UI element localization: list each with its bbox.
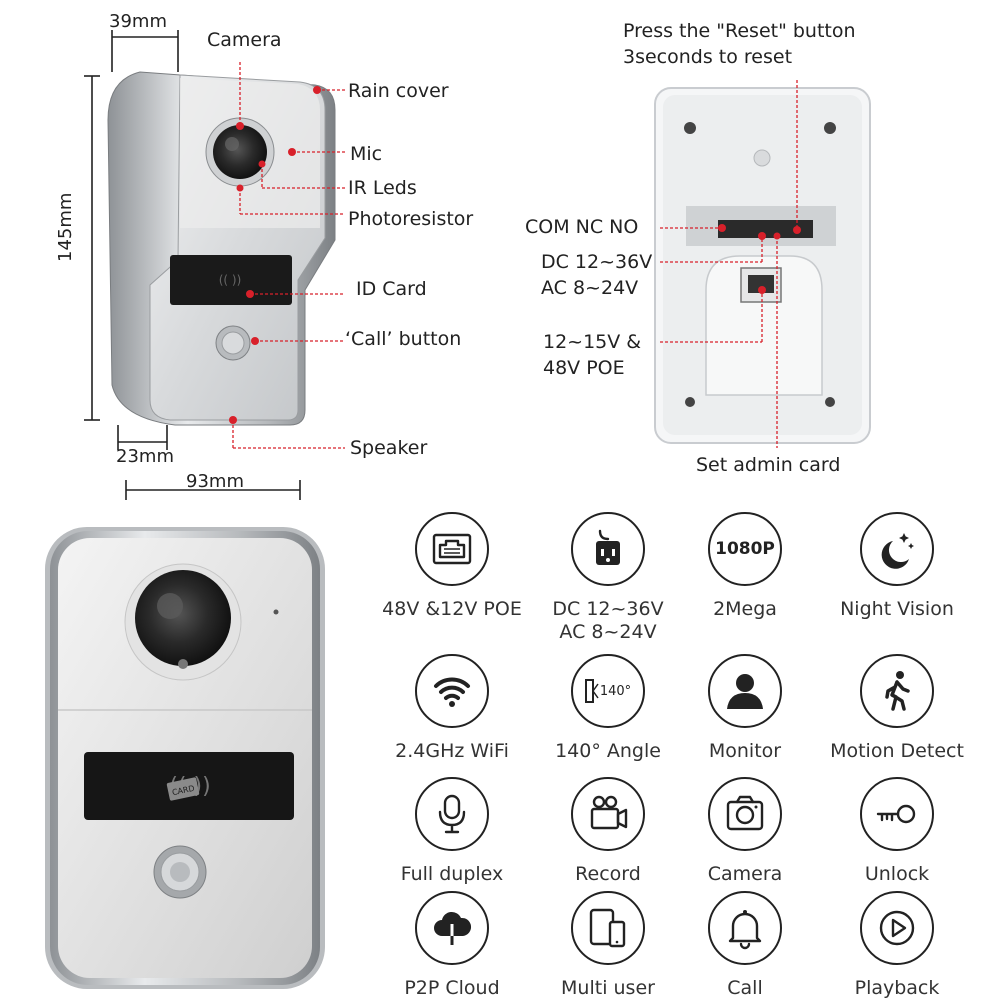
resolution-1080p-icon: 1080P bbox=[708, 512, 782, 586]
front-callout-dots bbox=[229, 86, 321, 424]
bell-icon bbox=[708, 891, 782, 965]
label-poe-line2: 48V POE bbox=[543, 357, 625, 379]
feature-item: P2P Cloud bbox=[377, 891, 527, 1000]
person-monitor-icon bbox=[708, 654, 782, 728]
wifi-icon bbox=[415, 654, 489, 728]
microphone-icon bbox=[415, 777, 489, 851]
feature-item: Unlock bbox=[822, 777, 972, 886]
feature-item: Multi user bbox=[533, 891, 683, 1000]
angle-badge-text: 140° bbox=[599, 683, 632, 699]
label-admin-card: Set admin card bbox=[696, 454, 841, 476]
feature-item: Full duplex bbox=[377, 777, 527, 886]
feature-label: 48V &12V POE bbox=[382, 598, 522, 620]
feature-item: 1080P 2Mega bbox=[670, 512, 820, 621]
feature-item: Playback bbox=[822, 891, 972, 1000]
feature-item: DC 12~36V AC 8~24V bbox=[533, 512, 683, 644]
video-camera-icon bbox=[571, 777, 645, 851]
feature-label: 2.4GHz WiFi bbox=[395, 740, 509, 762]
resolution-badge-text: 1080P bbox=[715, 539, 775, 559]
front-callout-lines bbox=[232, 62, 345, 449]
back-callout-dots bbox=[718, 224, 801, 294]
label-speaker: Speaker bbox=[350, 437, 428, 459]
play-icon bbox=[860, 891, 934, 965]
feature-item: Camera bbox=[670, 777, 820, 886]
label-call-button: ‘Call’ button bbox=[345, 328, 462, 350]
feature-label: 140° Angle bbox=[555, 740, 661, 762]
label-id-card: ID Card bbox=[356, 278, 427, 300]
feature-item: 2.4GHz WiFi bbox=[377, 654, 527, 763]
label-ir-leds: IR Leds bbox=[348, 177, 417, 199]
feature-label: Playback bbox=[854, 977, 940, 999]
dim-top-width: 39mm bbox=[109, 11, 167, 32]
back-plate-diagram bbox=[654, 87, 871, 444]
feature-item: 48V &12V POE bbox=[377, 512, 527, 621]
feature-label: P2P Cloud bbox=[404, 977, 500, 999]
feature-label: Call bbox=[727, 977, 763, 999]
viewing-angle-icon: 140° bbox=[571, 654, 645, 728]
dimension-lines bbox=[84, 30, 301, 500]
dim-width: 93mm bbox=[186, 471, 244, 492]
label-poe-line1: 12~15V & bbox=[543, 331, 642, 353]
svg-text:(( )): (( )) bbox=[219, 273, 242, 287]
label-power-line1: DC 12~36V bbox=[541, 251, 653, 273]
label-rain-cover: Rain cover bbox=[348, 80, 449, 102]
feature-label: Full duplex bbox=[400, 863, 504, 885]
feature-item: Record bbox=[533, 777, 683, 886]
dim-height: 145mm bbox=[55, 192, 76, 262]
feature-label: Camera bbox=[707, 863, 783, 885]
dim-depth: 23mm bbox=[116, 446, 174, 467]
feature-label: 2Mega bbox=[713, 598, 777, 620]
feature-item: Night Vision bbox=[822, 512, 972, 621]
back-callout-lines bbox=[660, 80, 798, 448]
feature-item: Call bbox=[670, 891, 820, 1000]
feature-item: Monitor bbox=[670, 654, 820, 763]
cloud-download-icon bbox=[415, 891, 489, 965]
feature-item: 140° 140° Angle bbox=[533, 654, 683, 763]
walking-person-icon bbox=[860, 654, 934, 728]
tablet-phone-icon bbox=[571, 891, 645, 965]
feature-label: Record bbox=[575, 863, 641, 885]
label-power-line2: AC 8~24V bbox=[541, 277, 639, 299]
feature-label: Night Vision bbox=[840, 598, 954, 620]
photo-camera-icon bbox=[708, 777, 782, 851]
key-icon bbox=[860, 777, 934, 851]
feature-item: Motion Detect bbox=[822, 654, 972, 763]
feature-label: DC 12~36V AC 8~24V bbox=[552, 598, 664, 643]
moon-stars-icon bbox=[860, 512, 934, 586]
label-camera: Camera bbox=[207, 29, 282, 51]
label-photoresistor: Photoresistor bbox=[348, 208, 474, 230]
label-com-nc-no: COM NC NO bbox=[525, 216, 639, 238]
feature-label: Multi user bbox=[561, 977, 655, 999]
power-plug-icon bbox=[571, 512, 645, 586]
label-reset-line1: Press the "Reset" button bbox=[623, 20, 856, 42]
feature-label: Monitor bbox=[708, 740, 782, 762]
feature-label: Unlock bbox=[864, 863, 930, 885]
front-view-device: (( )) CARD bbox=[45, 527, 325, 989]
ethernet-port-icon bbox=[415, 512, 489, 586]
feature-label: Motion Detect bbox=[830, 740, 964, 762]
label-reset-line2: 3seconds to reset bbox=[623, 46, 793, 68]
label-mic: Mic bbox=[350, 143, 383, 165]
